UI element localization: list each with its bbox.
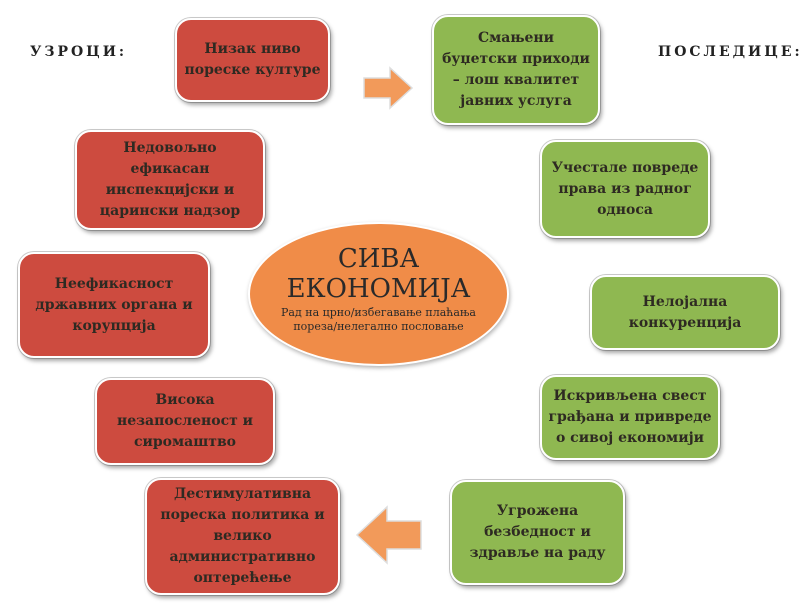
consequences-heading: ПОСЛЕДИЦЕ:: [658, 44, 800, 60]
center-title-1: СИВА: [337, 244, 420, 274]
consequence-box: Учестале повреде права из радног односа: [540, 140, 710, 238]
causes-heading: УЗРОЦИ:: [30, 44, 128, 60]
center-subtitle-1: Рад на црно/избегавање плаћања: [281, 306, 476, 319]
cause-box: Неефикасност државних органа и корупција: [18, 252, 210, 358]
center-ellipse: СИВА ЕКОНОМИЈА Рад на црно/избегавање пл…: [248, 222, 509, 366]
consequence-box: Нелојална конкуренција: [590, 275, 780, 350]
consequence-box: Смањени буџетски приходи – лош квалитет …: [432, 15, 600, 125]
center-subtitle-2: пореза/нелегално пословање: [293, 320, 464, 333]
cause-box: Низак ниво пореске културе: [175, 18, 330, 102]
consequence-box: Угрожена безбедност и здравље на раду: [450, 480, 625, 585]
cause-box: Висока незапосленост и сиромаштво: [95, 378, 275, 465]
consequence-box: Искривљена свест грађана и привреде о си…: [540, 375, 720, 460]
arrow-left-icon: [355, 505, 422, 565]
center-title-2: ЕКОНОМИЈА: [286, 274, 471, 304]
cause-box: Дестимулативна пореска политика и велико…: [145, 478, 340, 595]
arrow-right-icon: [363, 66, 414, 110]
cause-box: Недовољно ефикасан инспекцијски и царинс…: [75, 130, 265, 230]
